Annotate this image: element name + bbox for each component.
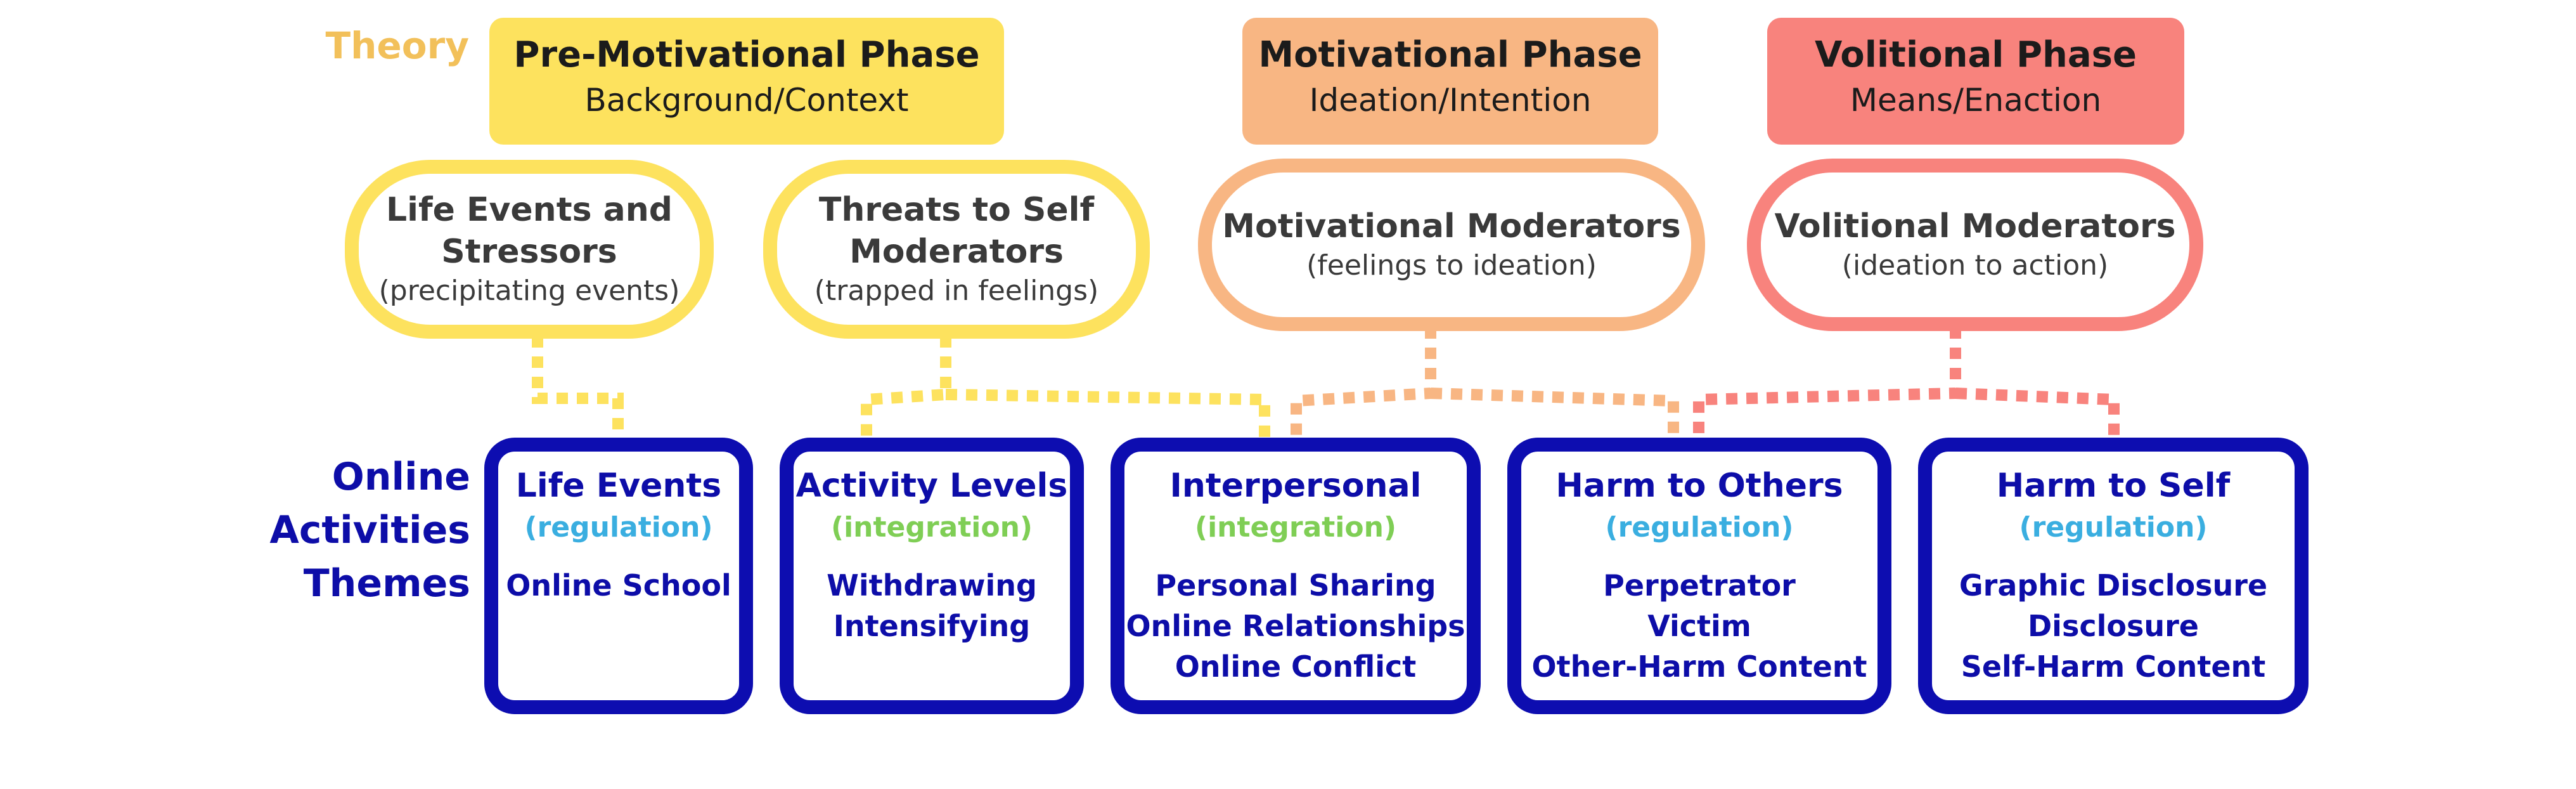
theme-interpersonal: Interpersonal (integration) Personal Sha…: [1111, 438, 1481, 714]
theme-item: Self-Harm Content: [1961, 649, 2266, 684]
phase-title: Motivational Phase: [1258, 34, 1642, 75]
theme-items: Personal Sharing Online Relationships On…: [1124, 565, 1467, 687]
theme-item: Online Relationships: [1126, 609, 1465, 643]
theme-item: Online School: [506, 568, 731, 603]
connector-threats-interpersonal: [945, 389, 1270, 438]
moderator-title: Volitional Moderators: [1774, 207, 2176, 245]
moderator-volitional: Volitional Moderators (ideation to actio…: [1747, 159, 2203, 331]
phase-pre-motivational: Pre-Motivational Phase Background/Contex…: [489, 18, 1004, 145]
online-activities-themes-label: Online Activities Themes: [235, 450, 470, 610]
moderator-subtitle: (trapped in feelings): [814, 275, 1099, 307]
theme-item: Disclosure: [2028, 609, 2199, 643]
theme-items: Withdrawing Intensifying: [794, 565, 1070, 646]
moderator-subtitle: (ideation to action): [1841, 249, 2109, 282]
theme-title: Activity Levels: [795, 467, 1068, 505]
theme-category: (regulation): [1605, 511, 1794, 544]
phase-subtitle: Means/Enaction: [1850, 82, 2102, 119]
phase-subtitle: Background/Context: [584, 82, 909, 119]
theme-items: Online School: [498, 565, 739, 606]
theme-activity-levels: Activity Levels (integration) Withdrawin…: [780, 438, 1084, 714]
theme-item: Intensifying: [833, 609, 1031, 643]
moderator-subtitle: (feelings to ideation): [1306, 249, 1597, 282]
theme-item: Personal Sharing: [1155, 568, 1436, 603]
theme-category: (regulation): [2019, 511, 2208, 544]
theme-title: Harm to Others: [1555, 467, 1843, 505]
theme-category: (integration): [1194, 511, 1397, 544]
connector-motivational-interpersonal: [1291, 327, 1436, 438]
moderator-title: Threats to Self Moderators: [818, 191, 1095, 271]
moderator-title: Life Events and Stressors: [386, 191, 673, 271]
connector-volitional-harm-others: [1693, 327, 1961, 438]
theme-item: Withdrawing: [827, 568, 1037, 603]
theme-item: Perpetrator: [1603, 568, 1796, 603]
theme-items: Perpetrator Victim Other-Harm Content: [1521, 565, 1877, 687]
theme-item: Online Conflict: [1175, 649, 1417, 684]
theme-item: Other-Harm Content: [1531, 649, 1867, 684]
phase-motivational: Motivational Phase Ideation/Intention: [1242, 18, 1658, 145]
theme-title: Harm to Self: [1996, 467, 2231, 505]
moderator-threats-to-self: Threats to Self Moderators (trapped in f…: [763, 160, 1150, 339]
theme-harm-to-self: Harm to Self (regulation) Graphic Disclo…: [1918, 438, 2309, 714]
theory-label: Theory: [325, 24, 469, 67]
theme-harm-to-others: Harm to Others (regulation) Perpetrator …: [1507, 438, 1891, 714]
moderator-life-events: Life Events and Stressors (precipitating…: [345, 160, 714, 339]
theme-category: (regulation): [524, 511, 713, 544]
theme-category: (integration): [830, 511, 1033, 544]
phase-title: Pre-Motivational Phase: [513, 34, 980, 75]
theme-item: Victim: [1647, 609, 1751, 643]
phase-volitional: Volitional Phase Means/Enaction: [1767, 18, 2184, 145]
connector-threats-activity: [861, 336, 951, 438]
phase-title: Volitional Phase: [1815, 34, 2137, 75]
connector-life-events: [532, 336, 624, 438]
moderator-motivational: Motivational Moderators (feelings to ide…: [1198, 159, 1705, 331]
theme-items: Graphic Disclosure Disclosure Self-Harm …: [1932, 565, 2295, 687]
moderator-subtitle: (precipitating events): [378, 275, 680, 307]
theme-life-events: Life Events (regulation) Online School: [484, 438, 753, 714]
theme-item: Graphic Disclosure: [1959, 568, 2268, 603]
online-activities-themes-text: Online Activities Themes: [269, 455, 470, 606]
theme-title: Interpersonal: [1169, 467, 1422, 505]
connector-motivational-harm-others: [1430, 388, 1679, 438]
phase-subtitle: Ideation/Intention: [1309, 82, 1592, 119]
moderator-title: Motivational Moderators: [1222, 207, 1681, 245]
connector-volitional-harm-self: [1955, 388, 2120, 438]
theme-title: Life Events: [515, 467, 722, 505]
